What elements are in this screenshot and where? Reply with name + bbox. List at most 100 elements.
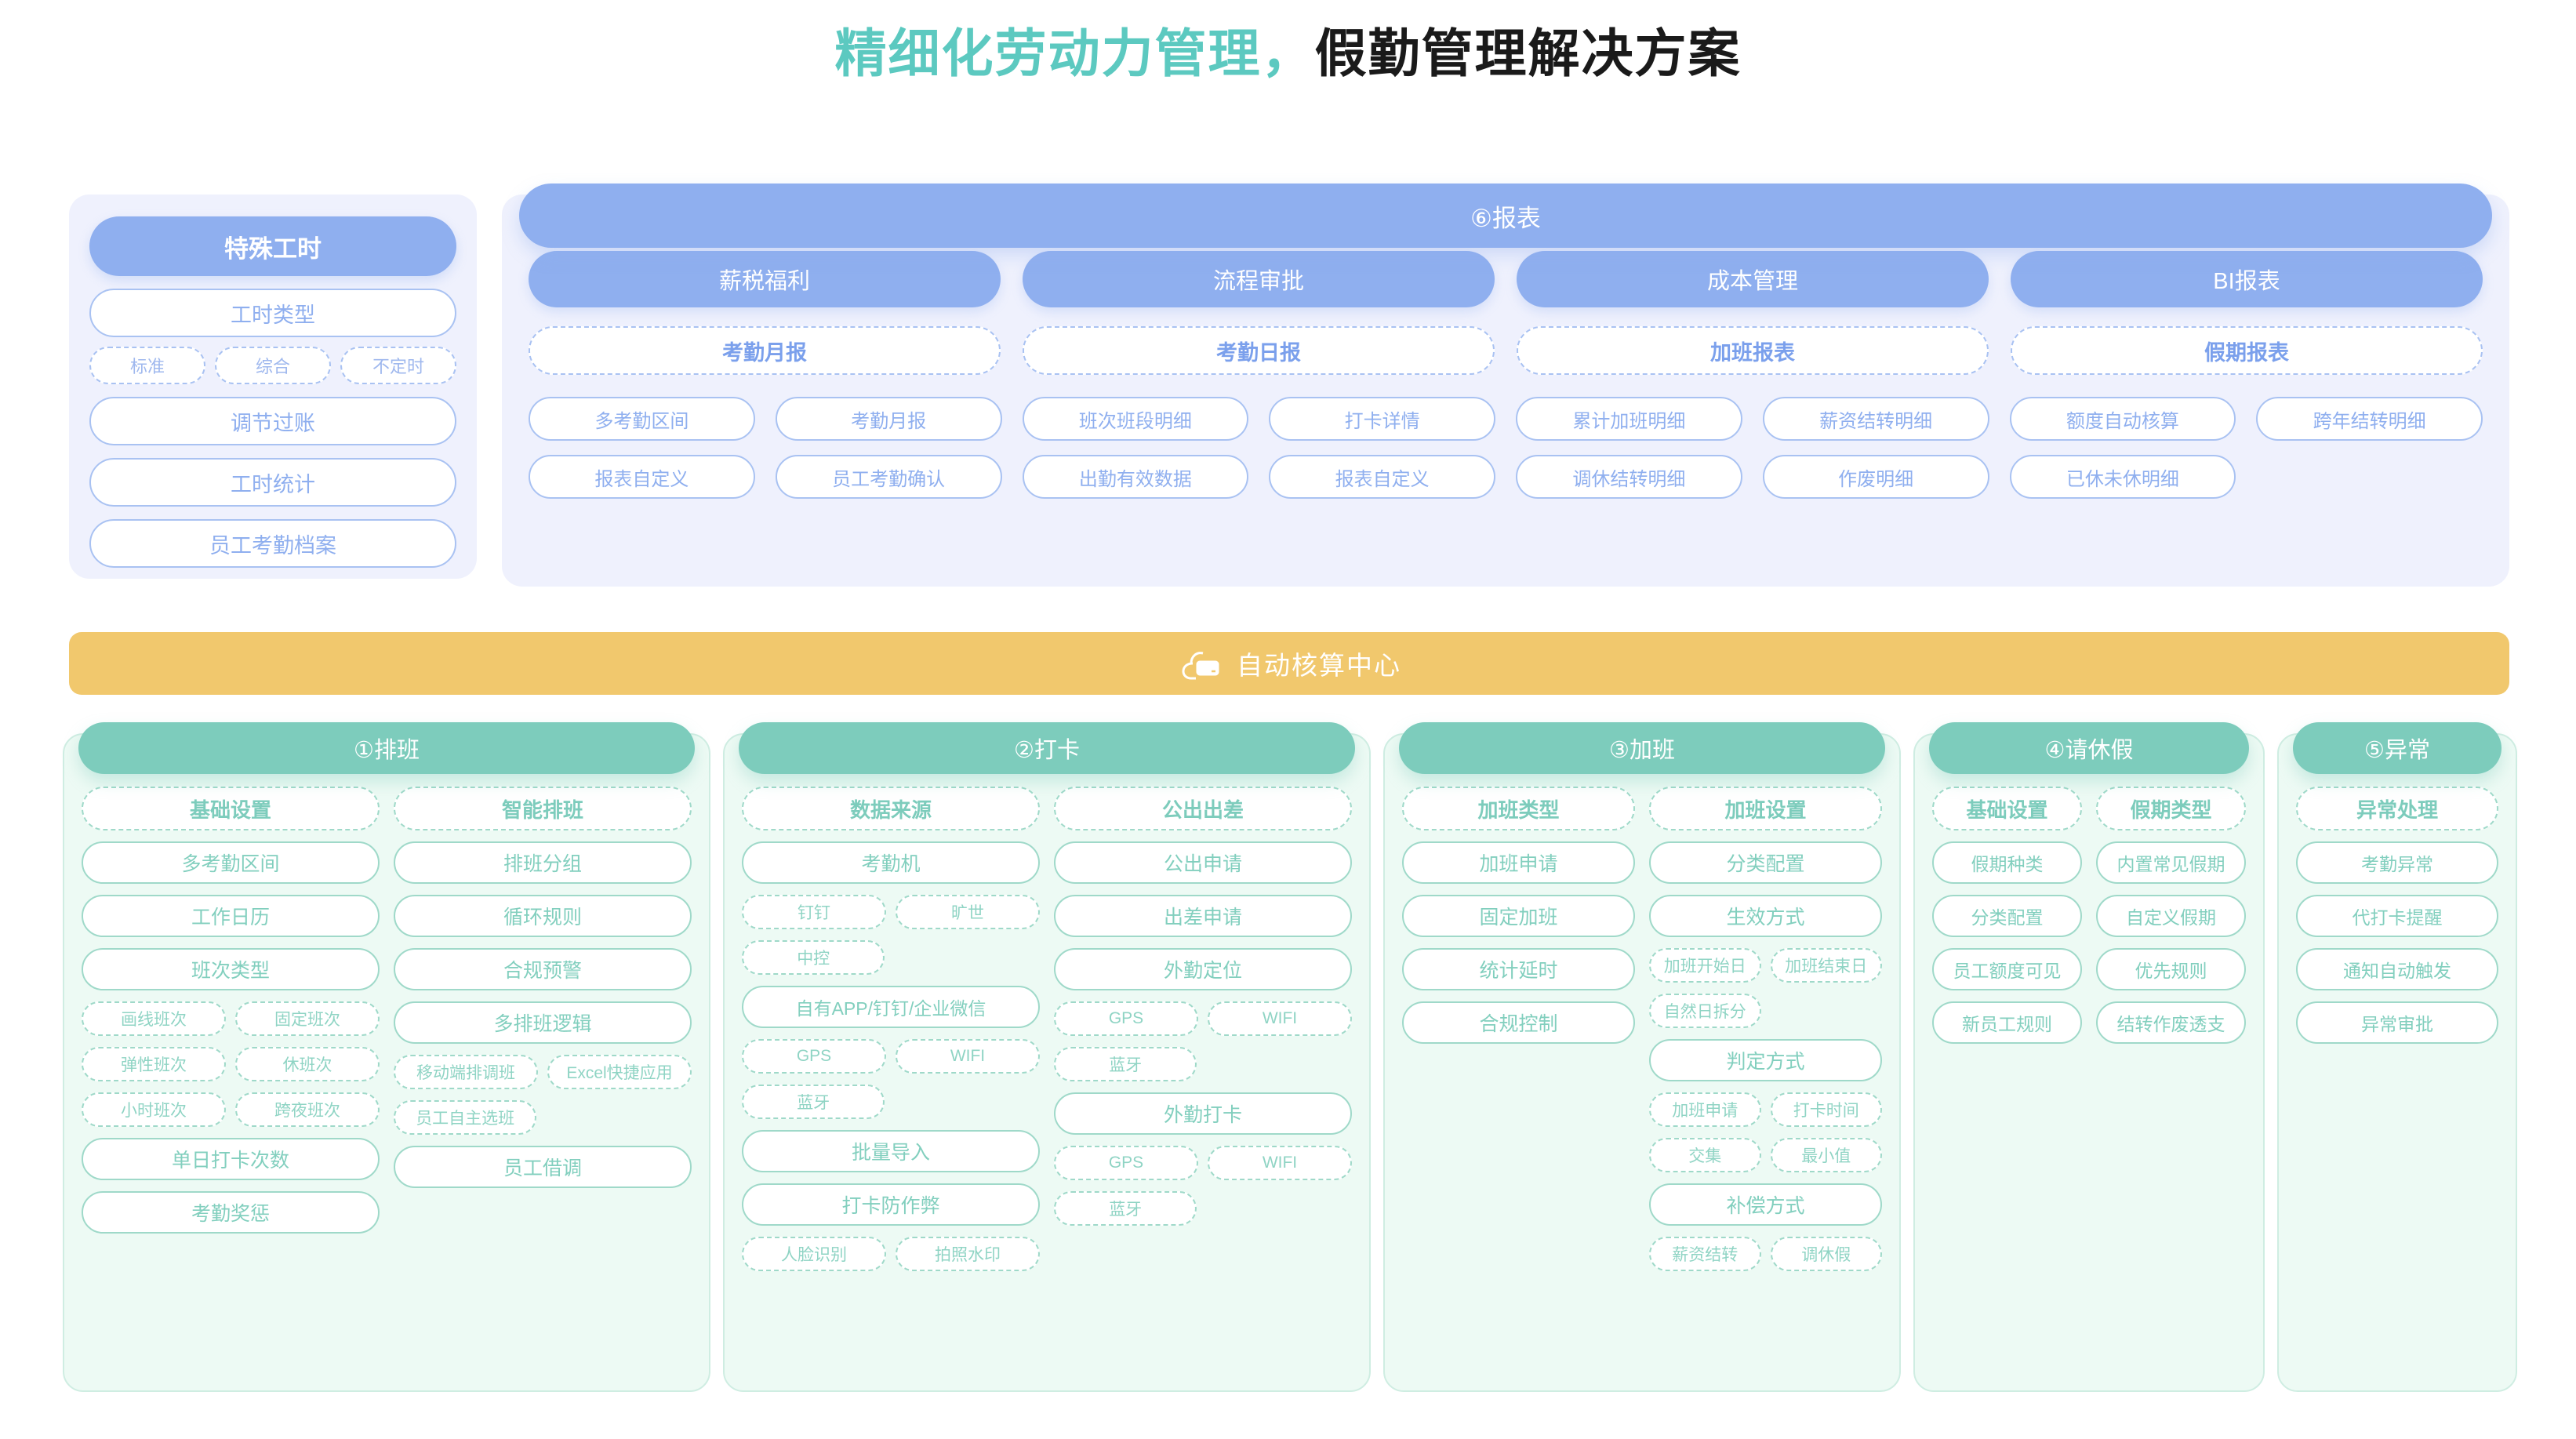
feature-tag[interactable]: 人脸识别 <box>742 1237 886 1271</box>
feature-pill[interactable]: 假期种类 <box>1932 841 2082 884</box>
feature-pill[interactable]: 自定义假期 <box>2096 895 2246 937</box>
feature-tag[interactable]: 加班结束日 <box>1770 948 1882 983</box>
feature-pill[interactable]: 自有APP/钉钉/企业微信 <box>742 986 1040 1028</box>
report-item[interactable]: 报表自定义 <box>1269 455 1495 499</box>
feature-pill[interactable]: 合规控制 <box>1402 1001 1635 1044</box>
feature-pill[interactable]: 新员工规则 <box>1932 1001 2082 1044</box>
feature-tag[interactable]: 打卡时间 <box>1770 1092 1882 1127</box>
feature-pill[interactable]: 公出申请 <box>1054 841 1352 884</box>
feature-pill[interactable]: 分类配置 <box>1649 841 1882 884</box>
feature-pill[interactable]: 考勤异常 <box>2296 841 2498 884</box>
group-title[interactable]: 加班类型 <box>1402 787 1635 830</box>
feature-pill[interactable]: 合规预警 <box>394 948 692 990</box>
report-category-sub-0[interactable]: 考勤月报 <box>529 326 1001 375</box>
feature-pill[interactable]: 通知自动触发 <box>2296 948 2498 990</box>
feature-pill[interactable]: 加班申请 <box>1402 841 1635 884</box>
report-category-head-0[interactable]: 薪税福利 <box>529 251 1001 307</box>
report-category-sub-2[interactable]: 加班报表 <box>1517 326 1989 375</box>
special-hours-item-employee-archive[interactable]: 员工考勤档案 <box>89 519 456 568</box>
feature-tag[interactable]: GPS <box>742 1039 886 1074</box>
report-category-head-3[interactable]: BI报表 <box>2011 251 2483 307</box>
report-item[interactable]: 多考勤区间 <box>529 397 755 441</box>
report-item[interactable]: 已休未休明细 <box>2009 455 2236 499</box>
feature-tag[interactable]: 加班开始日 <box>1649 948 1761 983</box>
report-category-sub-3[interactable]: 假期报表 <box>2011 326 2483 375</box>
feature-pill[interactable]: 分类配置 <box>1932 895 2082 937</box>
feature-tag[interactable]: WIFI <box>1208 1146 1352 1180</box>
feature-pill[interactable]: 统计延时 <box>1402 948 1635 990</box>
feature-tag[interactable]: GPS <box>1054 1001 1198 1036</box>
report-category-head-1[interactable]: 流程审批 <box>1023 251 1495 307</box>
feature-tag[interactable]: 中控 <box>742 940 885 975</box>
feature-pill[interactable]: 内置常见假期 <box>2096 841 2246 884</box>
special-hours-item-adjust-posting[interactable]: 调节过账 <box>89 397 456 445</box>
feature-pill[interactable]: 外勤定位 <box>1054 948 1352 990</box>
feature-pill[interactable]: 出差申请 <box>1054 895 1352 937</box>
report-item[interactable]: 薪资结转明细 <box>1762 397 1989 441</box>
report-item[interactable]: 额度自动核算 <box>2009 397 2236 441</box>
group-title[interactable]: 基础设置 <box>1932 787 2082 830</box>
feature-tag[interactable]: 蓝牙 <box>1054 1047 1197 1081</box>
feature-pill[interactable]: 工作日历 <box>82 895 380 937</box>
feature-pill[interactable]: 多排班逻辑 <box>394 1001 692 1044</box>
feature-pill[interactable]: 考勤机 <box>742 841 1040 884</box>
feature-tag[interactable]: 小时班次 <box>82 1092 226 1127</box>
tag-comprehensive[interactable]: 综合 <box>215 347 331 384</box>
report-item[interactable]: 报表自定义 <box>529 455 755 499</box>
report-item[interactable]: 出勤有效数据 <box>1022 455 1249 499</box>
report-item[interactable]: 打卡详情 <box>1269 397 1495 441</box>
report-category-sub-1[interactable]: 考勤日报 <box>1023 326 1495 375</box>
feature-tag[interactable]: 蓝牙 <box>742 1085 885 1119</box>
special-hours-item-worktime-stats[interactable]: 工时统计 <box>89 458 456 507</box>
feature-pill[interactable]: 单日打卡次数 <box>82 1138 380 1180</box>
group-title[interactable]: 加班设置 <box>1649 787 1882 830</box>
feature-pill[interactable]: 异常审批 <box>2296 1001 2498 1044</box>
feature-pill[interactable]: 判定方式 <box>1649 1039 1882 1081</box>
special-hours-item-worktime-type[interactable]: 工时类型 <box>89 289 456 337</box>
tag-standard[interactable]: 标准 <box>89 347 205 384</box>
feature-tag[interactable]: 蓝牙 <box>1054 1191 1197 1226</box>
feature-tag[interactable]: WIFI <box>896 1039 1040 1074</box>
feature-tag[interactable]: 薪资结转 <box>1649 1237 1761 1271</box>
feature-pill[interactable]: 固定加班 <box>1402 895 1635 937</box>
feature-tag[interactable]: Excel快捷应用 <box>547 1055 692 1089</box>
group-title[interactable]: 公出出差 <box>1054 787 1352 830</box>
report-category-head-2[interactable]: 成本管理 <box>1517 251 1989 307</box>
group-title[interactable]: 智能排班 <box>394 787 692 830</box>
report-item[interactable]: 班次班段明细 <box>1022 397 1249 441</box>
feature-pill[interactable]: 外勤打卡 <box>1054 1092 1352 1135</box>
tag-flexible[interactable]: 不定时 <box>340 347 456 384</box>
feature-pill[interactable]: 员工额度可见 <box>1932 948 2082 990</box>
report-item[interactable]: 调休结转明细 <box>1516 455 1742 499</box>
report-item[interactable]: 作废明细 <box>1762 455 1989 499</box>
feature-tag[interactable]: 员工自主选班 <box>394 1100 537 1135</box>
group-title[interactable]: 基础设置 <box>82 787 380 830</box>
feature-pill[interactable]: 补偿方式 <box>1649 1183 1882 1226</box>
feature-tag[interactable]: 跨夜班次 <box>235 1092 380 1127</box>
feature-pill[interactable]: 生效方式 <box>1649 895 1882 937</box>
feature-pill[interactable]: 考勤奖惩 <box>82 1191 380 1234</box>
feature-tag[interactable]: 交集 <box>1649 1138 1761 1172</box>
feature-pill[interactable]: 循环规则 <box>394 895 692 937</box>
feature-tag[interactable]: 调休假 <box>1770 1237 1882 1271</box>
feature-tag[interactable]: 加班申请 <box>1649 1092 1761 1127</box>
feature-tag[interactable]: 钉钉 <box>742 895 886 929</box>
feature-pill[interactable]: 多考勤区间 <box>82 841 380 884</box>
feature-pill[interactable]: 代打卡提醒 <box>2296 895 2498 937</box>
report-item[interactable]: 员工考勤确认 <box>775 455 1002 499</box>
feature-tag[interactable]: 画线班次 <box>82 1001 226 1036</box>
report-item[interactable]: 跨年结转明细 <box>2256 397 2483 441</box>
feature-pill[interactable]: 员工借调 <box>394 1146 692 1188</box>
group-title[interactable]: 数据来源 <box>742 787 1040 830</box>
report-item[interactable]: 考勤月报 <box>775 397 1002 441</box>
group-title[interactable]: 假期类型 <box>2096 787 2246 830</box>
feature-tag[interactable]: 旷世 <box>896 895 1040 929</box>
feature-tag[interactable]: WIFI <box>1208 1001 1352 1036</box>
feature-tag[interactable]: GPS <box>1054 1146 1198 1180</box>
feature-tag[interactable]: 自然日拆分 <box>1649 994 1761 1028</box>
feature-tag[interactable]: 移动端排调班 <box>394 1055 538 1089</box>
feature-tag[interactable]: 固定班次 <box>235 1001 380 1036</box>
report-item[interactable]: 累计加班明细 <box>1516 397 1742 441</box>
feature-tag[interactable]: 弹性班次 <box>82 1047 226 1081</box>
feature-tag[interactable]: 拍照水印 <box>896 1237 1040 1271</box>
